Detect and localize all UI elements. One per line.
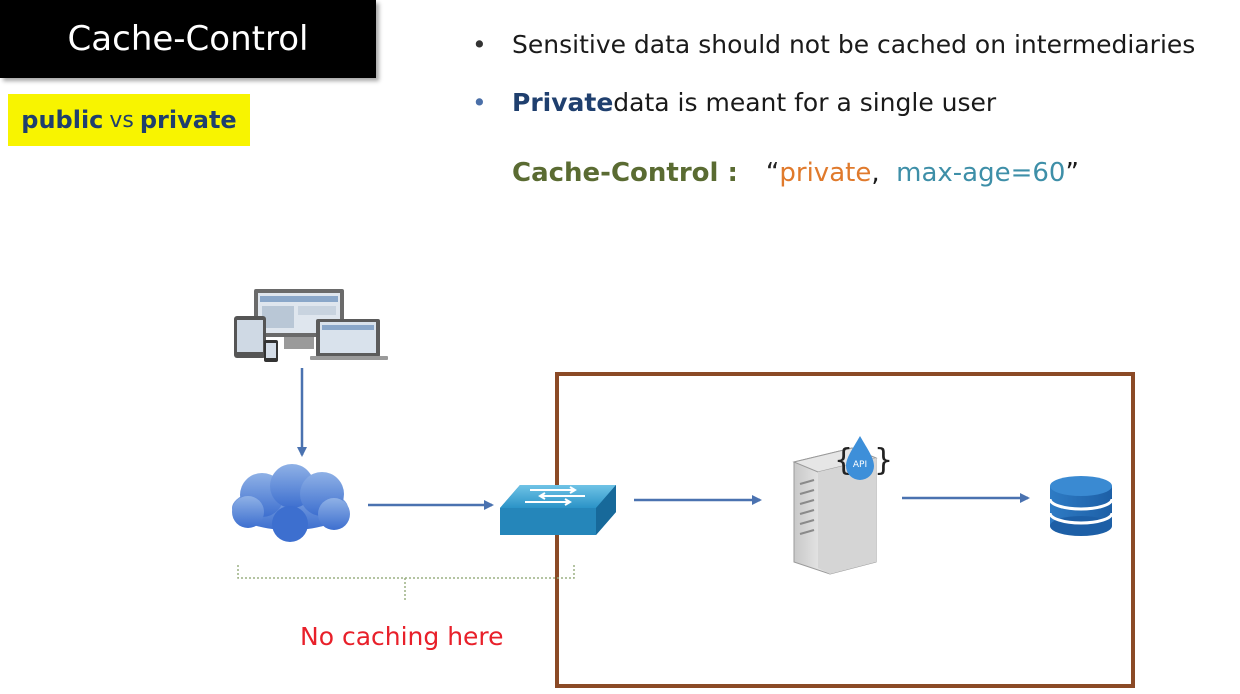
bullet-text: data is meant for a single user: [613, 87, 997, 117]
svg-text:}: }: [874, 443, 893, 478]
network-switch-icon: [500, 485, 616, 535]
header-directive-max-age: max-age=60: [896, 158, 1066, 188]
header-close-quote: ”: [1065, 158, 1079, 188]
internet-cloud-icon: [232, 464, 350, 542]
no-caching-brace: [237, 565, 575, 600]
bullet-private-data: • Private data is meant for a single use…: [472, 82, 1195, 122]
public-vs-private-tag: public vs private: [8, 94, 250, 146]
header-open-quote: “: [765, 158, 780, 188]
bullet-bold-word: Private: [512, 87, 614, 117]
bullet-sensitive-data: • Sensitive data should not be cached on…: [472, 24, 1195, 64]
slide-title: Cache-Control: [0, 0, 376, 78]
tag-vs: vs: [109, 107, 134, 133]
header-separator: ,: [871, 158, 897, 188]
bullet-dot-icon: •: [472, 87, 487, 117]
header-directive-private: private: [779, 158, 872, 188]
api-badge-icon: { } API: [834, 436, 893, 480]
api-badge-label: API: [853, 460, 867, 470]
bullet-dot-icon: •: [472, 29, 487, 59]
no-caching-label: No caching here: [300, 622, 504, 651]
flow-arrows: [297, 368, 1030, 510]
bullet-list: • Sensitive data should not be cached on…: [472, 24, 1195, 140]
database-icon: [1048, 476, 1114, 536]
tag-private: private: [139, 106, 237, 134]
bullet-text: Sensitive data should not be cached on i…: [512, 29, 1196, 59]
tag-public: public: [21, 106, 104, 134]
header-name: Cache-Control :: [512, 158, 738, 188]
client-devices-icon: [234, 289, 388, 362]
cache-control-header-example: Cache-Control : “private, max-age=60”: [512, 158, 1079, 188]
api-server-icon: [792, 447, 878, 575]
